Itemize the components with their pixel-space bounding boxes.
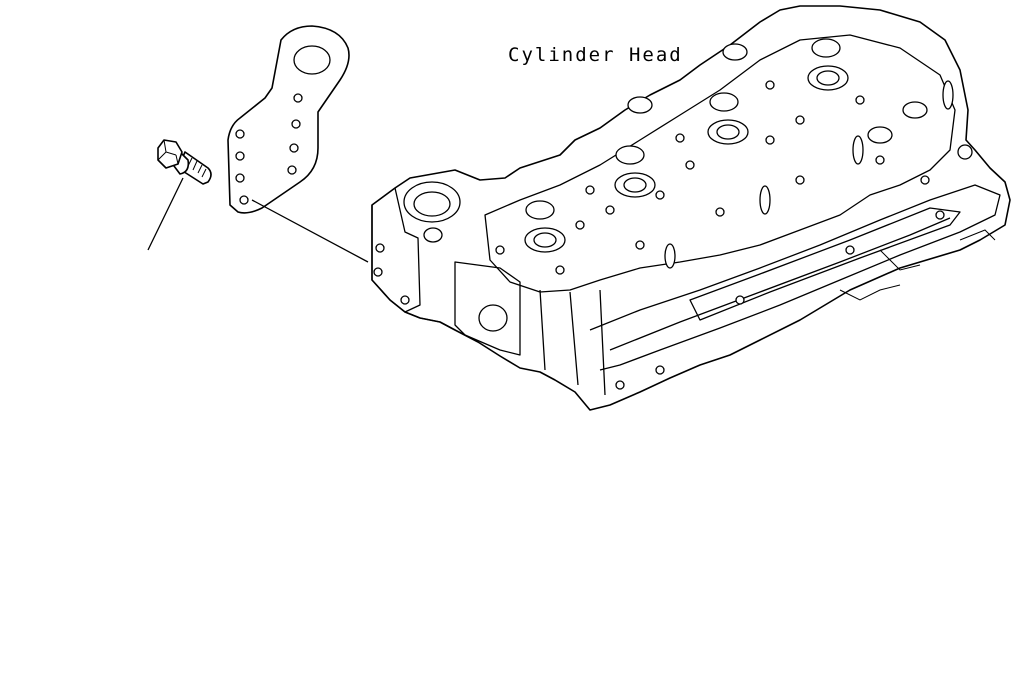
cylinder-head-label: Cylinder Head (508, 44, 683, 66)
front-recess (454, 261, 521, 356)
side-boss (759, 185, 771, 215)
valve-ports (524, 38, 928, 253)
bolt-leader-line (147, 177, 184, 251)
bracket-hole (291, 119, 301, 129)
front-hole (375, 243, 385, 253)
bracket-hole (239, 195, 249, 205)
cylinder-head-outline (371, 5, 1011, 411)
bracket-hole (235, 151, 245, 161)
bracket-hole (293, 93, 303, 103)
bracket-hole (287, 165, 297, 175)
front-hole (400, 295, 410, 305)
side-boss (852, 135, 864, 165)
front-edge (539, 289, 606, 396)
top-deck-edge (484, 34, 956, 293)
bolt-holes (495, 80, 973, 390)
lower-flange (589, 184, 1001, 371)
side-boss (942, 80, 954, 110)
bolt-thread (187, 157, 207, 178)
bracket-hole (289, 143, 299, 153)
bracket-plate (227, 25, 350, 214)
front-recess-hole (478, 304, 508, 332)
bracket-assembly-line (251, 199, 369, 263)
side-boss (664, 243, 676, 269)
underside-detail (839, 229, 996, 301)
bolt-head (157, 139, 183, 169)
cylinder-head (371, 5, 1011, 411)
front-port-bolt (423, 227, 443, 243)
flange-inner (609, 217, 951, 351)
front-boss (394, 187, 421, 313)
bracket-hole (235, 173, 245, 183)
lifting-bracket (227, 25, 350, 214)
bracket-lift-eye (293, 45, 331, 75)
flange-window (689, 207, 961, 321)
bracket-hole (235, 129, 245, 139)
front-hole (373, 267, 383, 277)
front-port-inner (413, 191, 451, 217)
flange-bolt (157, 139, 212, 185)
bolt-head-facets (157, 139, 179, 165)
